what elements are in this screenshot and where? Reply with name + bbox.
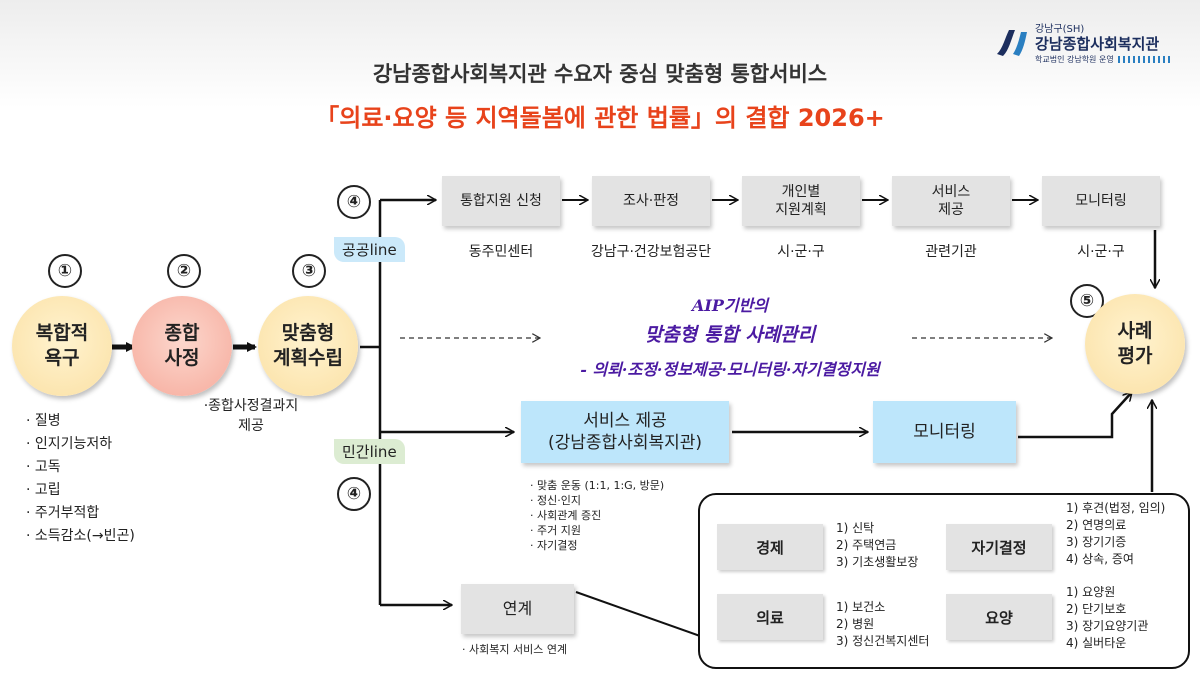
private-line-tag: 민간line — [334, 439, 405, 464]
needs-item: · 고립 — [26, 482, 61, 498]
private-service-provision: 서비스 제공 (강남종합사회복지관) — [521, 401, 729, 463]
needs-item: · 질병 — [26, 413, 61, 429]
service-items-list: · 맞춤 운동 (1:1, 1:G, 방문) · 정신·인지 · 사회관계 증진… — [530, 478, 664, 553]
resource-category-medical: 의료 — [717, 594, 823, 640]
resource-item: 2) 단기보호 — [1066, 602, 1127, 616]
resource-item: 3) 정신건복지센터 — [836, 634, 930, 648]
resource-medical-list: 1) 보건소 2) 병원 3) 정신건복지센터 — [836, 599, 929, 650]
private-monitoring: 모니터링 — [873, 401, 1016, 463]
service-item: · 자기결정 — [530, 539, 578, 552]
resource-economy-list: 1) 신탁 2) 주택연금 3) 기초생활보장 — [836, 520, 918, 571]
resource-item: 1) 후견(법정, 임의) — [1066, 501, 1166, 515]
needs-item: · 고독 — [26, 459, 61, 475]
link-box: 연계 — [461, 584, 574, 634]
public-stage-monitoring: 모니터링 — [1042, 176, 1160, 226]
public-stage-individual-plan: 개인별 지원계획 — [742, 176, 860, 226]
service-item: · 주거 지원 — [530, 524, 581, 537]
step-case-evaluation: 사례 평가 — [1085, 294, 1185, 394]
resource-item: 3) 장기요양기관 — [1066, 619, 1149, 633]
public-agency: 관련기관 — [925, 244, 977, 260]
step-1-number: ① — [48, 254, 82, 288]
needs-item: · 인지기능저하 — [26, 436, 113, 452]
service-item: · 사회관계 증진 — [530, 509, 602, 522]
organization-logo: 강남구(SH) 강남종합사회복지관 학교법인 강남학원 운영 — [993, 18, 1183, 66]
resource-item: 1) 신탁 — [836, 521, 875, 535]
assessment-note: ·종합사정결과지 제공 — [203, 398, 299, 434]
public-agency: 동주민센터 — [468, 244, 534, 260]
page-title: 강남종합사회복지관 수요자 중심 맞춤형 통합서비스 — [372, 62, 828, 86]
logo-name: 강남종합사회복지관 — [1035, 35, 1160, 53]
service-item: · 맞춤 운동 (1:1, 1:G, 방문) — [530, 479, 665, 492]
ai-case-line1: AIP기반의 — [691, 296, 769, 315]
ai-case-line3: - 의뢰·조정·정보제공·모니터링·자기결정지원 — [580, 360, 880, 379]
public-agency: 시·군·구 — [777, 244, 825, 260]
resource-category-care: 요양 — [946, 594, 1052, 640]
resource-category-self-determination: 자기결정 — [946, 524, 1052, 570]
public-agency: 시·군·구 — [1077, 244, 1125, 260]
step-complex-needs: 복합적 욕구 — [12, 296, 112, 396]
link-note: · 사회복지 서비스 연계 — [462, 643, 568, 656]
step-4-number-private: ④ — [337, 477, 371, 511]
step-comprehensive-assessment: 종합 사정 — [132, 296, 232, 396]
logo-tagline: 학교법인 강남학원 운영 — [1035, 54, 1172, 65]
logo-mark-icon — [997, 30, 1027, 56]
resource-self-determination-list: 1) 후견(법정, 임의) 2) 연명의료 3) 장기기증 4) 상속, 증여 — [1066, 500, 1165, 568]
resource-item: 3) 장기기증 — [1066, 535, 1127, 549]
step-3-number: ③ — [292, 254, 326, 288]
step-custom-plan: 맞춤형 계획수립 — [258, 296, 358, 396]
resource-item: 2) 주택연금 — [836, 538, 897, 552]
resource-item: 4) 상속, 증여 — [1066, 552, 1134, 566]
resource-item: 1) 요양원 — [1066, 585, 1116, 599]
resource-category-economy: 경제 — [717, 524, 823, 570]
arrow-monitoring-to-evaluation — [1018, 392, 1132, 439]
page-subtitle: 「의료·요양 등 지역돌봄에 관한 법률」의 결합 2026+ — [315, 104, 885, 132]
service-item: · 정신·인지 — [530, 494, 581, 507]
ai-case-line2: 맞춤형 통합 사례관리 — [644, 324, 816, 346]
resource-care-list: 1) 요양원 2) 단기보호 3) 장기요양기관 4) 실버타운 — [1066, 584, 1148, 652]
public-stage-service: 서비스 제공 — [892, 176, 1010, 226]
needs-item: · 주거부적합 — [26, 505, 100, 521]
step-2-number: ② — [167, 254, 201, 288]
resource-item: 1) 보건소 — [836, 600, 886, 614]
public-stage-application: 통합지원 신청 — [442, 176, 560, 226]
public-stage-assessment: 조사·판정 — [592, 176, 710, 226]
needs-list: · 질병 · 인지기능저하 · 고독 · 고립 · 주거부적합 · 소득감소(→… — [26, 410, 135, 548]
resource-item: 3) 기초생활보장 — [836, 555, 919, 569]
resource-item: 4) 실버타운 — [1066, 636, 1127, 650]
public-agency: 강남구·건강보험공단 — [590, 244, 712, 260]
logo-bars-icon — [1117, 56, 1172, 63]
step-4-number-public: ④ — [337, 185, 371, 219]
link-to-resources-line — [575, 591, 701, 637]
resource-item: 2) 연명의료 — [1066, 518, 1127, 532]
needs-item: · 소득감소(→빈곤) — [26, 528, 135, 544]
public-line-tag: 공공line — [334, 237, 405, 262]
logo-sub-text: 강남구(SH) — [1035, 24, 1085, 35]
resource-item: 2) 병원 — [836, 617, 875, 631]
